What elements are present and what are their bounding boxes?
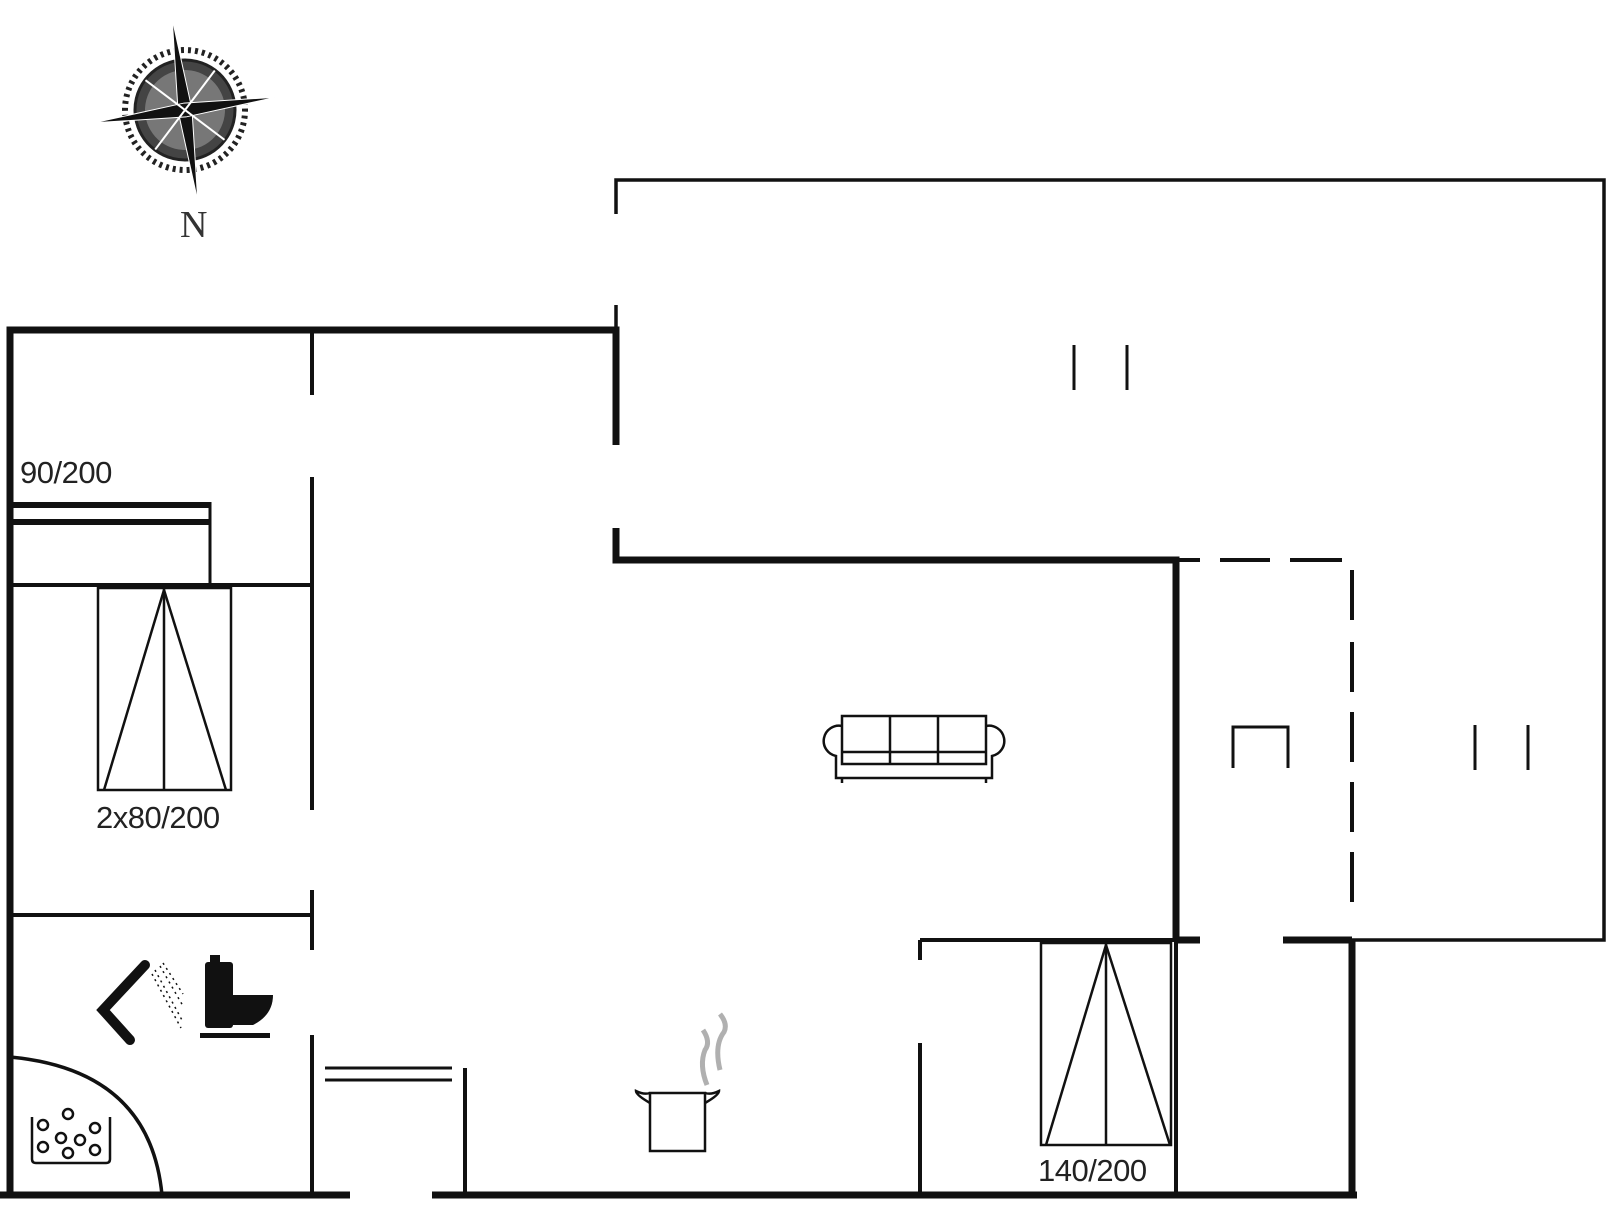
sofa-icon <box>822 714 1006 783</box>
terrace-outline <box>614 178 1606 942</box>
double-bed-140 <box>1039 941 1173 1147</box>
bed-label-2x80: 2x80/200 <box>96 800 220 835</box>
compass-rose-icon <box>93 18 277 202</box>
sauna-stones-icon <box>30 1107 112 1165</box>
twin-bed-80 <box>96 586 233 792</box>
shower-icon <box>96 960 184 1045</box>
overhang-dashed <box>1176 558 1354 902</box>
window-marks-icon <box>1072 345 1530 770</box>
bed-label-140: 140/200 <box>1038 1153 1147 1188</box>
sauna-door-arc <box>9 1055 164 1196</box>
cooking-pot-icon <box>634 1012 728 1153</box>
exterior-walls <box>0 326 1357 1199</box>
toilet-icon <box>200 955 273 1038</box>
single-bed-90 <box>10 502 212 585</box>
bed-label-90: 90/200 <box>20 455 112 490</box>
interior-walls <box>10 330 1178 1195</box>
north-label: N <box>180 204 208 246</box>
stair-lines <box>325 1066 452 1082</box>
terrace-chair-icon <box>1231 725 1290 768</box>
